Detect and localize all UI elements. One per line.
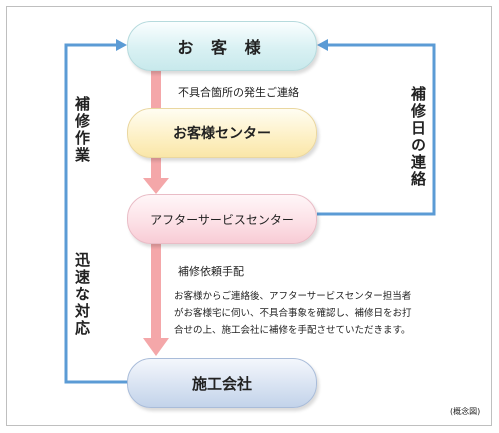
repair-work-label: 補修作業 — [73, 96, 91, 164]
repair-request-description: お客様からご連絡後、アフターサービスセンター担当者がお客様宅に伺い、不具合事象を… — [174, 291, 412, 336]
customer-center-label: お客様センター — [173, 126, 271, 142]
arrow-head-2 — [143, 178, 169, 194]
customer-node: お 客 様 — [127, 21, 317, 71]
after-service-center-node: アフターサービスセンター — [127, 194, 317, 244]
repair-request-label: 補修依頼手配 — [178, 265, 244, 278]
arrow-shaft-1 — [151, 71, 161, 108]
customer-center-node: お客様センター — [127, 108, 317, 158]
arrow-shaft-2 — [151, 158, 161, 180]
arrow-head-3 — [143, 338, 169, 356]
right-loop-line — [317, 43, 436, 216]
defect-report-label: 不具合箇所の発生ご連絡 — [178, 86, 299, 99]
quick-response-label: 迅速な対応 — [73, 252, 91, 337]
left-loop-head — [116, 39, 127, 51]
repair-date-contact-label: 補修日の連絡 — [409, 86, 427, 188]
right-loop-head — [317, 39, 328, 51]
contractor-label: 施工会社 — [191, 374, 252, 393]
customer-label: お 客 様 — [177, 38, 267, 57]
arrow-shaft-3 — [151, 244, 161, 340]
contractor-node: 施工会社 — [127, 358, 317, 408]
left-loop-line — [64, 43, 127, 384]
concept-note: (概念図) — [450, 407, 481, 416]
after-service-center-label: アフターサービスセンター — [150, 212, 294, 227]
